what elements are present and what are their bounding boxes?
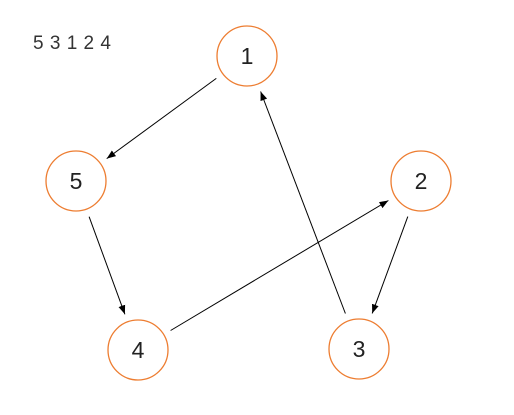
- node-circle-2: [390, 150, 452, 212]
- node-circle-1: [216, 25, 278, 87]
- node-2: 2: [390, 150, 452, 212]
- edge-3-to-1: [260, 91, 346, 314]
- node-3: 3: [328, 318, 390, 380]
- node-circle-3: [328, 318, 390, 380]
- node-circle-4: [107, 319, 169, 381]
- node-label-2: 2: [415, 168, 428, 194]
- node-circle-5: [45, 150, 107, 212]
- node-label-5: 5: [70, 168, 83, 194]
- node-4: 4: [107, 319, 169, 381]
- edge-2-to-3: [371, 216, 409, 314]
- sequence-caption: 5 3 1 2 4: [33, 33, 112, 54]
- node-5: 5: [45, 150, 107, 212]
- node-label-1: 1: [241, 43, 254, 69]
- edge-4-to-2: [170, 200, 389, 331]
- edge-1-to-5: [106, 77, 217, 160]
- node-label-3: 3: [353, 336, 366, 362]
- edges: [88, 77, 409, 331]
- nodes: 1 2 3 4 5: [45, 25, 452, 381]
- node-1: 1: [216, 25, 278, 87]
- edge-5-to-4: [88, 216, 126, 315]
- node-label-4: 4: [132, 337, 145, 363]
